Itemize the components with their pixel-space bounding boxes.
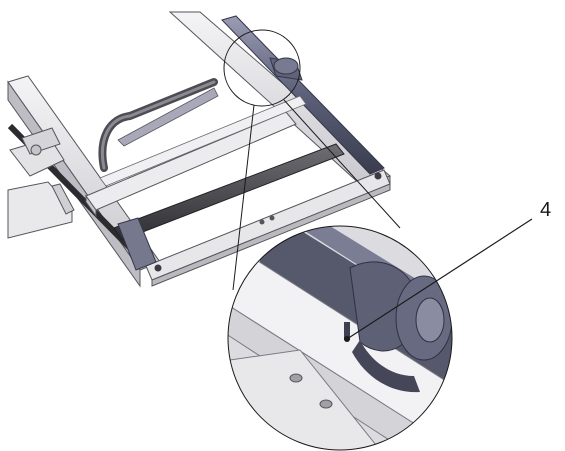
end-plate <box>145 169 391 287</box>
detail-connector-line <box>232 104 255 291</box>
lower-left-panel <box>7 181 75 239</box>
corner-block <box>117 217 157 271</box>
gas-spring-rod <box>221 15 385 175</box>
cross-bar-dark <box>113 143 345 241</box>
cross-frame <box>85 95 307 218</box>
detail-view <box>227 225 453 451</box>
callout-marker-dot <box>344 336 350 342</box>
detail-connector-line <box>283 99 401 229</box>
callout-number-4: 4 <box>540 199 552 221</box>
bed-frame-assembly <box>7 11 391 288</box>
callout-leader-line <box>346 218 533 340</box>
curved-handle <box>98 78 219 172</box>
detail-reference-circle <box>223 29 301 107</box>
hinge-bracket <box>9 127 65 177</box>
